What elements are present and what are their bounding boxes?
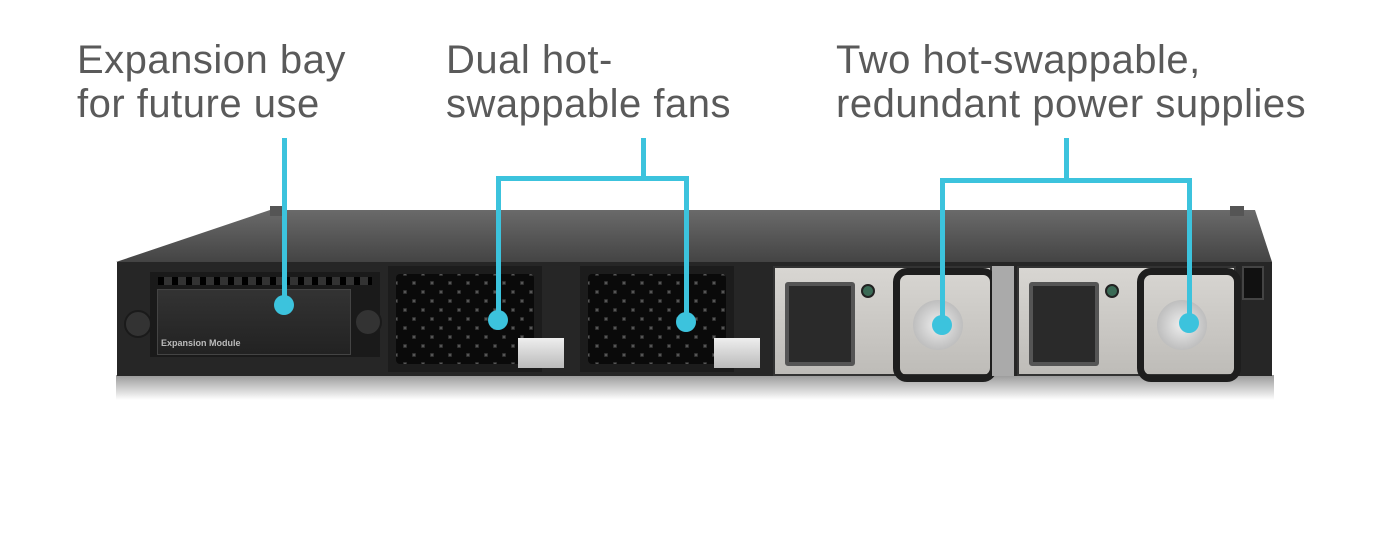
label-line: Expansion bay — [77, 38, 346, 82]
fan-grill-icon — [396, 274, 534, 364]
fan-module-2[interactable] — [580, 266, 760, 372]
label-line: swappable fans — [446, 82, 731, 126]
power-socket-icon — [1029, 282, 1099, 366]
expansion-bay: Expansion Module — [150, 272, 380, 357]
expansion-module-label: Expansion Module — [161, 338, 241, 348]
fan-latch[interactable] — [518, 338, 564, 368]
callout-expansion-label: Expansion bay for future use — [77, 38, 346, 126]
label-line: for future use — [77, 82, 320, 126]
thumbscrew-icon[interactable] — [354, 308, 382, 336]
power-supply-1[interactable] — [773, 266, 997, 382]
vent-holes — [158, 277, 372, 285]
status-led — [861, 284, 875, 298]
status-led — [1105, 284, 1119, 298]
callout-fans-label: Dual hot- swappable fans — [446, 38, 731, 126]
fan-grill-icon — [588, 274, 726, 364]
label-line: Two hot-swappable, — [836, 38, 1201, 82]
fan-latch[interactable] — [714, 338, 760, 368]
psu-divider — [992, 266, 1014, 376]
fan-module-1[interactable] — [388, 266, 564, 372]
thumbscrew-icon[interactable] — [124, 310, 152, 338]
callout-psu-label: Two hot-swappable, redundant power suppl… — [836, 38, 1306, 126]
label-line: Dual hot- — [446, 38, 613, 82]
expansion-module-plate: Expansion Module — [157, 289, 351, 355]
ground-port — [1242, 266, 1264, 300]
label-line: redundant power supplies — [836, 82, 1307, 126]
power-socket-icon — [785, 282, 855, 366]
power-supply-2[interactable] — [1017, 266, 1241, 382]
